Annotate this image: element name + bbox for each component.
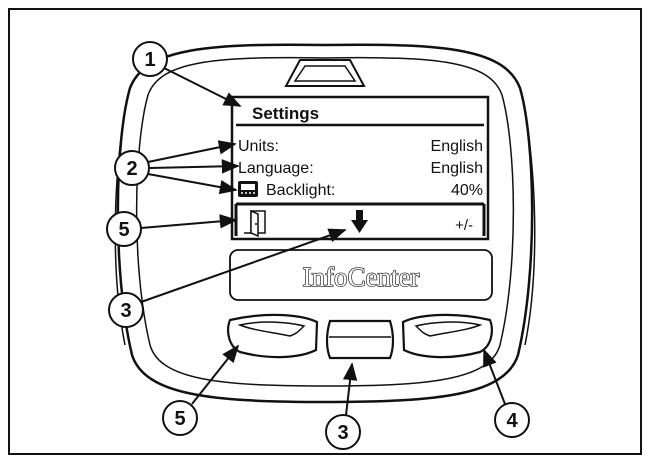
callout-2: 2 <box>114 140 240 195</box>
callout-3-button-label: 3 <box>337 422 348 444</box>
callout-5-screen-arrow <box>140 214 238 229</box>
infocenter-label-panel: InfoCenter <box>229 249 493 301</box>
callout-2-arrow-language <box>149 159 240 174</box>
callout-3-button-arrow <box>342 362 358 416</box>
callout-2-arrow-backlight <box>147 173 238 195</box>
settings-title: Settings <box>252 104 319 123</box>
callout-2-arrow-units <box>147 140 237 163</box>
plus-minus-softkey-label: +/- <box>455 217 473 234</box>
backlight-value: 40% <box>451 182 483 199</box>
left-button[interactable] <box>227 313 319 359</box>
infocenter-brand: InfoCenter <box>303 262 420 292</box>
callout-3-screen-label: 3 <box>120 300 131 322</box>
units-value: English <box>431 138 483 155</box>
lcd-screen: Settings Units: English Language: Englis… <box>230 95 490 241</box>
down-arrow-icon <box>351 210 368 233</box>
language-value: English <box>431 160 483 177</box>
backlight-label: Backlight: <box>266 182 335 199</box>
callout-3-button: 3 <box>325 362 361 450</box>
callout-1-label: 1 <box>144 49 155 71</box>
callout-1: 1 <box>132 41 242 107</box>
callout-2-label: 2 <box>126 158 137 180</box>
callout-5-button: 5 <box>162 344 240 436</box>
callout-5-screen: 5 <box>106 211 238 247</box>
exit-door-icon <box>244 209 266 238</box>
callout-3-screen-arrow <box>140 228 347 303</box>
callout-5-screen-label: 5 <box>118 219 129 241</box>
figure-frame <box>8 8 642 455</box>
callout-1-arrow <box>163 67 242 107</box>
callout-3-screen: 3 <box>108 228 347 328</box>
indicator-lamp <box>284 59 366 87</box>
language-label: Language: <box>238 160 314 177</box>
callout-4-arrow <box>483 348 506 405</box>
right-button[interactable] <box>401 313 493 359</box>
callout-5-button-label: 5 <box>174 408 185 430</box>
callout-4: 4 <box>483 348 530 438</box>
center-button[interactable] <box>325 319 395 360</box>
backlight-icon <box>238 181 258 197</box>
callout-5-button-arrow <box>191 344 240 405</box>
callout-4-label: 4 <box>506 410 518 432</box>
units-label: Units: <box>238 138 279 155</box>
